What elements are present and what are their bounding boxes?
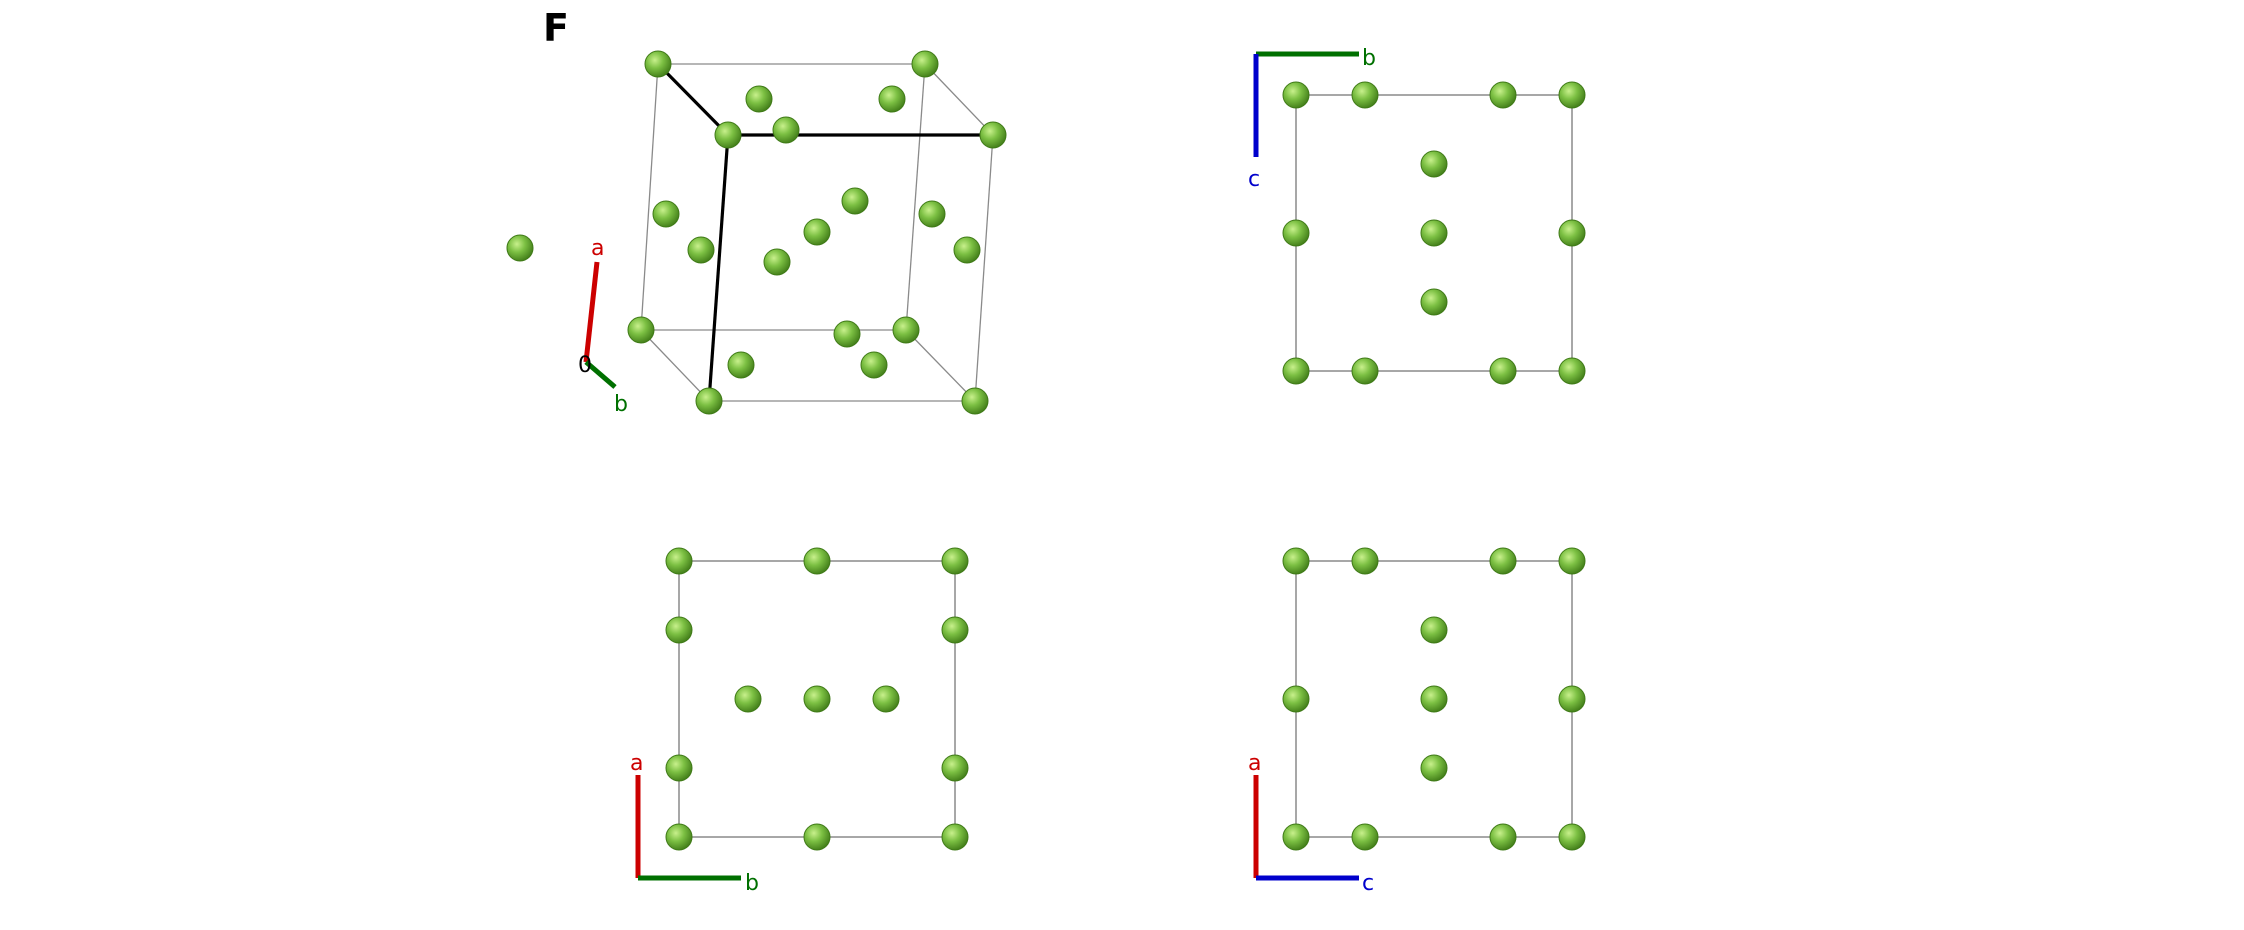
axis-triad: a c (1248, 751, 1374, 896)
atom (1282, 685, 1310, 713)
axis-a-label: a (630, 751, 643, 776)
cell-edge (974, 134, 994, 402)
atom (687, 236, 715, 264)
atom-group (506, 50, 1007, 415)
atom (911, 50, 939, 78)
atom (1351, 547, 1379, 575)
atom (714, 121, 742, 149)
view-along-c: a b (630, 547, 969, 896)
atom (1489, 357, 1517, 385)
atom (1351, 357, 1379, 385)
axis-triad: a b (630, 751, 759, 896)
atom (1351, 81, 1379, 109)
atom (1558, 219, 1586, 247)
atom (1489, 81, 1517, 109)
atom (665, 754, 693, 782)
atom (1420, 616, 1448, 644)
atom (803, 218, 831, 246)
atom (1420, 150, 1448, 178)
atom (1558, 685, 1586, 713)
highlight-edge (656, 62, 730, 137)
atom (892, 316, 920, 344)
atom (1558, 547, 1586, 575)
atom (918, 200, 946, 228)
axis-triad: b c (1248, 46, 1376, 192)
atom (1558, 823, 1586, 851)
atom (1282, 219, 1310, 247)
cell-edge (905, 329, 976, 402)
atom (644, 50, 672, 78)
atom (695, 387, 723, 415)
atom (1282, 823, 1310, 851)
atom (1420, 288, 1448, 316)
atom (734, 685, 762, 713)
atom (941, 547, 969, 575)
atom (665, 823, 693, 851)
highlight-edge (707, 134, 730, 402)
atom-group (665, 547, 969, 851)
atom (878, 85, 906, 113)
atom (1558, 81, 1586, 109)
atom (665, 547, 693, 575)
cell-edge (640, 329, 710, 402)
unit-cell-frame (640, 62, 994, 402)
atom (979, 121, 1007, 149)
atom (860, 351, 888, 379)
cell-edge (640, 63, 659, 331)
atom (961, 387, 989, 415)
atom (1489, 547, 1517, 575)
atom (1558, 357, 1586, 385)
axis-b-line (584, 360, 617, 389)
atom (841, 187, 869, 215)
axis-c-label: c (1362, 871, 1374, 896)
atom (1420, 219, 1448, 247)
atom (1489, 823, 1517, 851)
atom (953, 236, 981, 264)
atom (803, 823, 831, 851)
atom (763, 248, 791, 276)
atom (872, 685, 900, 713)
atom-group (1282, 547, 1586, 851)
view-along-a: b c (1248, 46, 1586, 385)
atom (1420, 685, 1448, 713)
atom (803, 685, 831, 713)
perspective-view: a 0 b (506, 50, 1007, 417)
atom (627, 316, 655, 344)
atom (665, 616, 693, 644)
atom (833, 320, 861, 348)
atom (506, 234, 534, 262)
cell-edge (924, 63, 994, 136)
atom-group (1282, 81, 1586, 385)
atom (652, 200, 680, 228)
axis-b-label: b (745, 871, 759, 896)
atom (1420, 754, 1448, 782)
atom (1282, 547, 1310, 575)
atom (941, 823, 969, 851)
axis-triad: a 0 b (578, 236, 628, 417)
axis-a-line (583, 261, 600, 363)
atom (1351, 823, 1379, 851)
axis-a-label: a (591, 236, 604, 261)
atom (772, 116, 800, 144)
atom (941, 754, 969, 782)
cell-edge (905, 63, 926, 331)
panel-label: F (543, 6, 569, 50)
axis-a-label: a (1248, 751, 1261, 776)
view-along-b: a c (1248, 547, 1586, 896)
atom (1282, 81, 1310, 109)
axis-b-label: b (614, 392, 628, 417)
axis-b-label: b (1362, 46, 1376, 71)
axis-origin-label: 0 (578, 353, 592, 378)
atom (745, 85, 773, 113)
atom (727, 351, 755, 379)
atom (1282, 357, 1310, 385)
atom (941, 616, 969, 644)
atom (803, 547, 831, 575)
axis-c-label: c (1248, 167, 1260, 192)
